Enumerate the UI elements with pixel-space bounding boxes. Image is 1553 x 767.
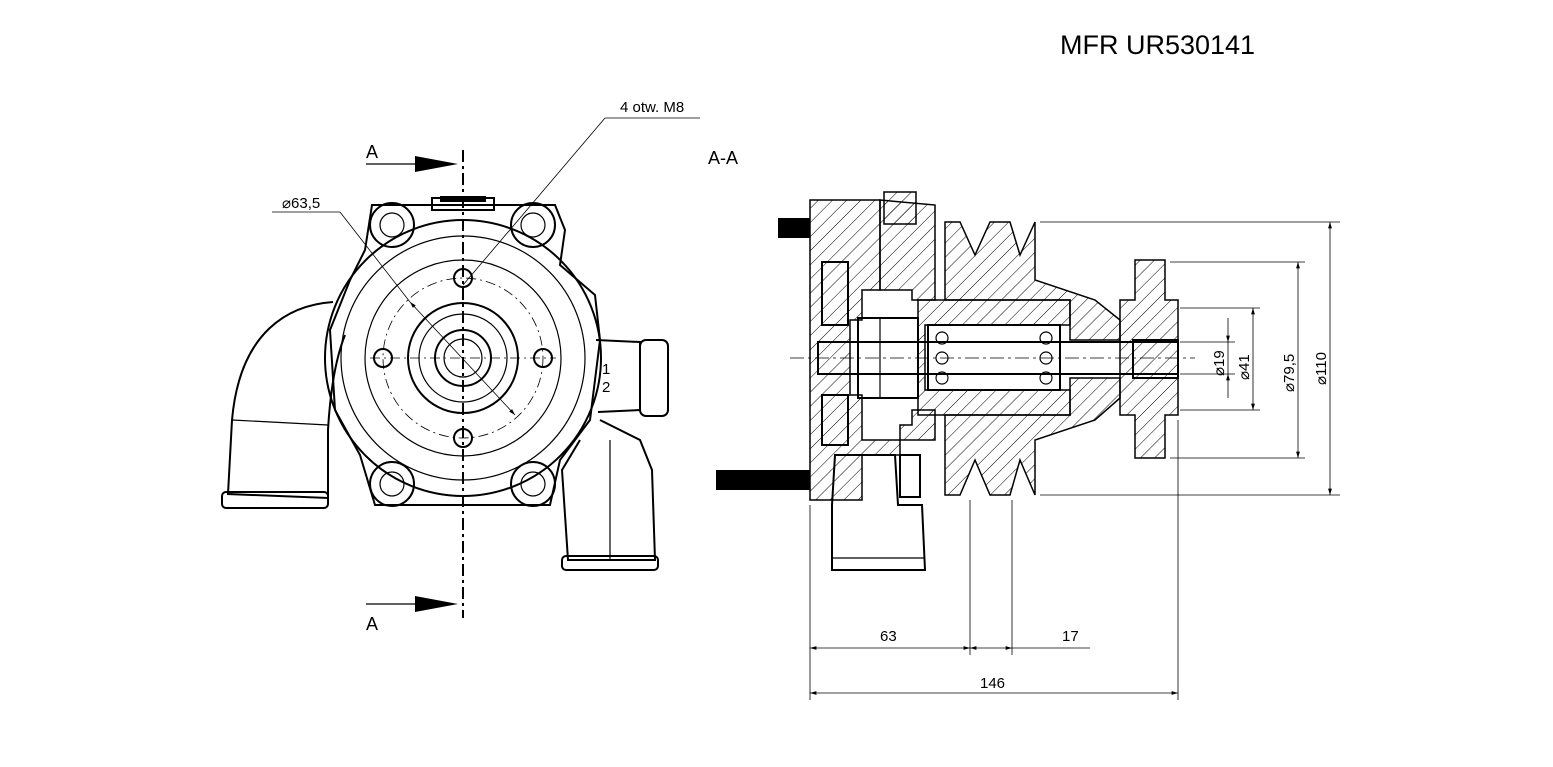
bearing-housing: [917, 299, 1071, 416]
section-arrow-top-head: [415, 156, 458, 172]
bolt-circle: [382, 277, 544, 439]
lug-top-right-inner: [520, 212, 546, 238]
hub-flange-section: [1119, 259, 1179, 459]
pulley-section-bottom: [944, 377, 1121, 496]
impeller-top: [821, 261, 849, 326]
dim-41: ⌀41: [1236, 354, 1253, 380]
bolt-hole-top: [453, 268, 473, 288]
pulley-rim: [340, 235, 586, 481]
lug-bottom-left: [369, 461, 415, 507]
lug-bottom-right-inner: [520, 471, 546, 497]
section-arrow-bottom-head: [415, 596, 458, 612]
stud-bottom: [716, 470, 810, 490]
section-view: A-A: [708, 148, 1340, 700]
bolt-hole-left: [373, 348, 393, 368]
ball-1: [935, 331, 949, 345]
section-mark-bottom: A: [366, 614, 378, 634]
pulley-outer: [324, 219, 602, 497]
lug-bottom-left-inner: [379, 471, 405, 497]
diameter-63-label: ⌀63,5: [282, 195, 320, 212]
diameter-63-line: [409, 301, 516, 416]
bottom-outlet-flange: [561, 555, 659, 571]
pipe-joint-line: [231, 419, 329, 426]
port-mark-1: 1: [602, 361, 610, 378]
section-bottom-pipe: [831, 454, 927, 571]
ball-3: [935, 371, 949, 385]
stud-top: [778, 218, 810, 238]
holes-note-leader: [462, 117, 606, 286]
lug-top-left: [369, 202, 415, 248]
shaft-end-section: [1132, 339, 1179, 379]
right-outlet-flange: [639, 339, 669, 417]
section-mark-top: A: [366, 142, 378, 162]
hub-flange: [364, 259, 562, 457]
section-label: A-A: [708, 148, 738, 168]
lug-bottom-right: [510, 461, 556, 507]
bearing-unit: [927, 324, 1061, 391]
dim-79: ⌀79,5: [1281, 354, 1298, 392]
impeller-bottom: [821, 394, 849, 446]
bolt-hole-bottom: [453, 428, 473, 448]
housing-wall-top: [879, 199, 936, 301]
pulley-section-top: [944, 221, 1121, 341]
diameter-63-leader: [339, 211, 411, 303]
dim-110: ⌀110: [1313, 352, 1330, 385]
bottom-outlet-pipe: [560, 419, 657, 561]
bolt-hole-right: [533, 348, 553, 368]
drawing-title: MFR UR530141: [1060, 30, 1255, 60]
lug-top-left-inner: [379, 212, 405, 238]
holes-note: 4 otw. M8: [620, 99, 684, 116]
threaded-port: [883, 191, 917, 225]
ball-5: [1039, 351, 1053, 365]
dim-146: 146: [980, 675, 1005, 692]
dim-17: 17: [1062, 628, 1079, 645]
left-pipe-flange: [221, 491, 329, 509]
dim-19: ⌀19: [1211, 350, 1228, 376]
top-boss-fill: [440, 196, 486, 202]
housing-section: [809, 199, 901, 501]
dim-63: 63: [880, 628, 897, 645]
port-mark-2: 2: [602, 379, 610, 396]
ball-4: [1039, 331, 1053, 345]
lug-top-right: [510, 202, 556, 248]
section-nut: [899, 454, 921, 498]
ball-2: [935, 351, 949, 365]
ball-6: [1039, 371, 1053, 385]
front-view: A A 1 2: [221, 99, 700, 634]
